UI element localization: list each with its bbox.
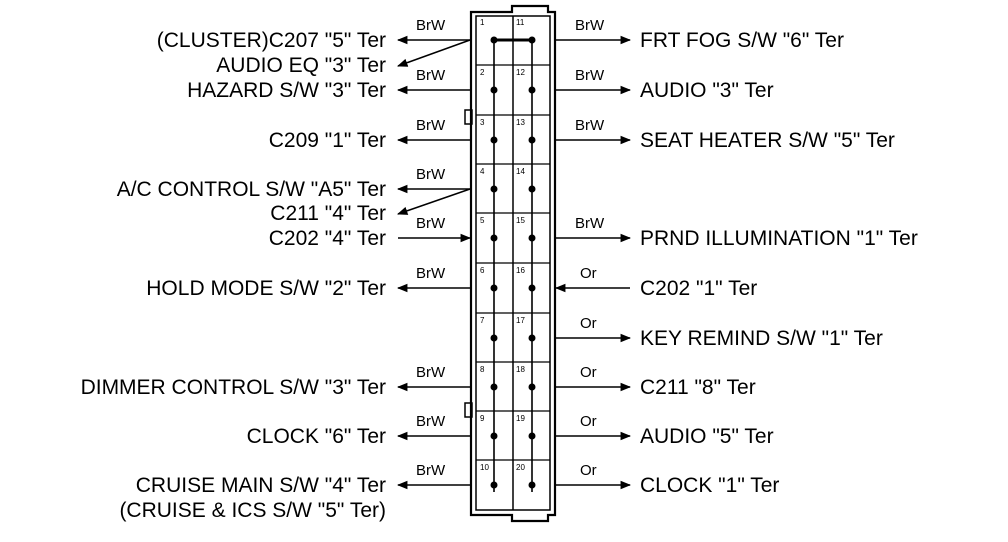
- terminal-label: DIMMER CONTROL S/W "3" Ter: [81, 376, 386, 399]
- wire-color-label: BrW: [416, 364, 446, 381]
- pin-number: 14: [516, 167, 525, 176]
- terminal-label: A/C CONTROL S/W "A5" Ter: [117, 178, 386, 201]
- terminal-label: AUDIO "5" Ter: [640, 425, 774, 448]
- right-wires: [554, 35, 632, 490]
- terminal-label: C211 "4" Ter: [270, 202, 386, 225]
- left-wires: [396, 35, 472, 490]
- pin-number: 18: [516, 365, 525, 374]
- wire-color-label: BrW: [416, 67, 446, 84]
- terminal-label: CLOCK "1" Ter: [640, 474, 779, 497]
- right-labels: FRT FOG S/W "6" Ter AUDIO "3" Ter SEAT H…: [640, 29, 918, 497]
- pin-number: 1: [480, 18, 485, 27]
- pin-number: 20: [516, 463, 525, 472]
- terminal-label: C202 "1" Ter: [640, 277, 757, 300]
- terminal-label: AUDIO EQ "3" Ter: [216, 54, 386, 77]
- terminal-label: C209 "1" Ter: [269, 129, 386, 152]
- terminal-label: (CRUISE & ICS S/W "5" Ter): [119, 499, 386, 522]
- wire-color-label: Or: [580, 265, 597, 282]
- pin-number: 17: [516, 316, 525, 325]
- terminal-label: AUDIO "3" Ter: [640, 79, 774, 102]
- pin-number: 5: [480, 216, 485, 225]
- terminal-label: CLOCK "6" Ter: [247, 425, 386, 448]
- wire-color-label: Or: [580, 364, 597, 381]
- terminal-label: HOLD MODE S/W "2" Ter: [146, 277, 386, 300]
- wire-arrow: [397, 188, 471, 215]
- wire-color-label: BrW: [575, 117, 605, 134]
- pin-number: 2: [480, 68, 485, 77]
- left-wire-colors: BrW BrW BrW BrW BrW BrW BrW BrW BrW: [416, 17, 446, 479]
- wire-color-label: Or: [580, 315, 597, 332]
- terminal-conductors: [490, 36, 536, 492]
- terminal-label: FRT FOG S/W "6" Ter: [640, 29, 844, 52]
- pin-number: 8: [480, 365, 485, 374]
- pin-number: 9: [480, 414, 485, 423]
- right-wire-colors: BrW BrW BrW BrW Or Or Or Or Or: [575, 17, 605, 479]
- terminal-label: CRUISE MAIN S/W "4" Ter: [136, 474, 386, 497]
- pin-number: 7: [480, 316, 485, 325]
- terminal-label: KEY REMIND S/W "1" Ter: [640, 327, 883, 350]
- pin-number: 4: [480, 167, 485, 176]
- pin-number: 10: [480, 463, 489, 472]
- wire-color-label: BrW: [416, 117, 446, 134]
- terminal-label: C202 "4" Ter: [269, 227, 386, 250]
- wire-color-label: Or: [580, 462, 597, 479]
- pin-number: 16: [516, 266, 525, 275]
- wire-color-label: BrW: [416, 462, 446, 479]
- wire-color-label: BrW: [575, 67, 605, 84]
- pin-number: 6: [480, 266, 485, 275]
- pin-number: 13: [516, 118, 525, 127]
- pin-number: 11: [516, 18, 525, 27]
- wire-color-label: Or: [580, 413, 597, 430]
- wire-arrow: [397, 39, 471, 67]
- terminal-label: SEAT HEATER S/W "5" Ter: [640, 129, 895, 152]
- pin-number: 15: [516, 216, 525, 225]
- pin-number: 12: [516, 68, 525, 77]
- terminal-label: HAZARD S/W "3" Ter: [187, 79, 386, 102]
- wire-color-label: BrW: [575, 215, 605, 232]
- pin-number: 19: [516, 414, 525, 423]
- wire-color-label: BrW: [416, 265, 446, 282]
- wire-color-label: BrW: [416, 166, 446, 183]
- wire-color-label: BrW: [575, 17, 605, 34]
- wire-color-label: BrW: [416, 17, 446, 34]
- pin-number: 3: [480, 118, 485, 127]
- left-labels: (CLUSTER)C207 "5" Ter AUDIO EQ "3" Ter H…: [81, 29, 386, 522]
- pin-numbers: 1 11 2 12 3 13 4 14 5 15 6 16 7 17 8 18 …: [480, 18, 525, 472]
- terminal-label: (CLUSTER)C207 "5" Ter: [157, 29, 386, 52]
- connector-body: [464, 4, 557, 523]
- wire-color-label: BrW: [416, 215, 446, 232]
- terminal-label: PRND ILLUMINATION "1" Ter: [640, 227, 918, 250]
- wire-color-label: BrW: [416, 413, 446, 430]
- terminal-label: C211 "8" Ter: [640, 376, 756, 399]
